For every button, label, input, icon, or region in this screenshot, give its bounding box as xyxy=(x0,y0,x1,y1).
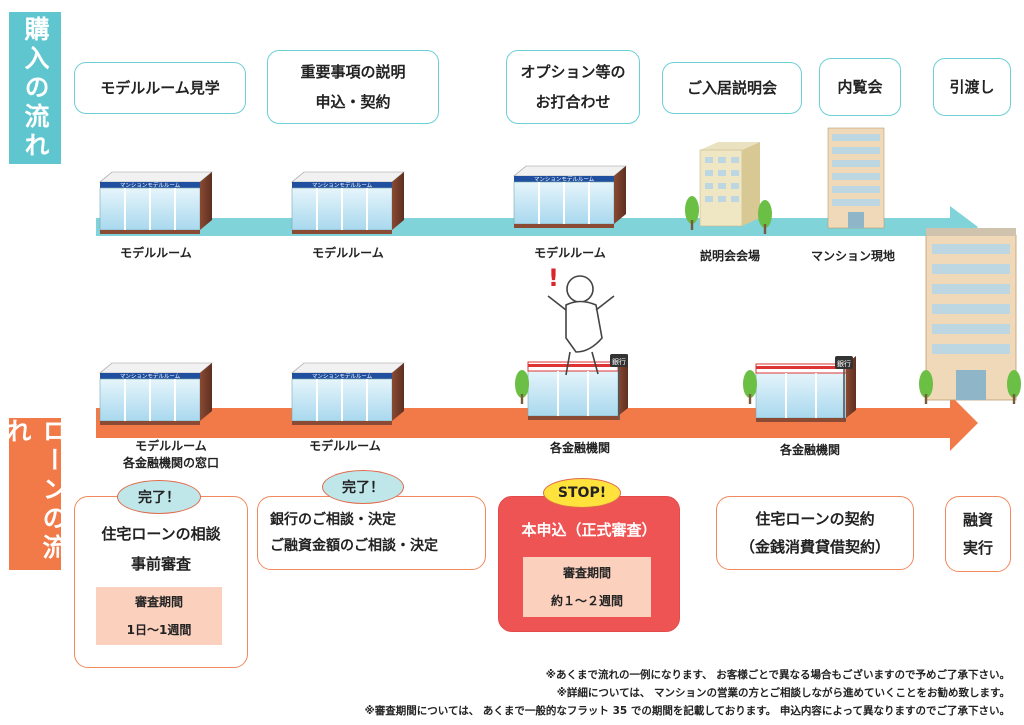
step-line: モデルルーム見学 xyxy=(100,79,220,97)
purchase-location-5: マンション現地 xyxy=(810,249,895,263)
model-room-building-2 xyxy=(291,171,405,235)
step-line: 重要事項の説明 xyxy=(300,63,406,81)
loan-step-line: 住宅ローンの契約 xyxy=(755,510,875,528)
model-room-sign: マンションモデルルーム xyxy=(312,181,373,189)
stop-badge: STOP! xyxy=(543,478,621,508)
period-value: 約１～２週間 xyxy=(550,594,623,608)
screening-period-2: 審査期間 約１～２週間 xyxy=(523,557,651,617)
loan-location-4: 各金融機関 xyxy=(779,443,840,457)
loan-location-line: モデルルーム xyxy=(135,439,207,453)
loan-step-line: 本申込（正式審査） xyxy=(521,521,657,539)
period-label: 審査期間 xyxy=(562,566,611,580)
step-line: ご入居説明会 xyxy=(686,79,777,97)
loan-location-3: 各金融機関 xyxy=(549,441,610,455)
loan-step-line: 実行 xyxy=(962,539,993,557)
loan-step-line: 事前審査 xyxy=(130,555,191,573)
footnote-2: ※詳細については、 マンションの営業の方とご相談しながら進めていくことをお勧め致… xyxy=(556,687,1010,699)
footnote-1: ※あくまで流れの一例になります、 お客様ごとで異なる場合もございますので予めご了… xyxy=(545,669,1010,681)
step-line: お打合わせ xyxy=(535,93,611,111)
purchase-location-2: モデルルーム xyxy=(312,246,384,260)
bank-branch-2: 銀行 xyxy=(743,355,857,423)
model-room-sign: マンションモデルルーム xyxy=(120,372,181,380)
loan-step-line: （金銭消費貸借契約） xyxy=(739,538,890,556)
purchase-step-explanation-contract: 重要事項の説明 申込・契約 xyxy=(267,50,439,124)
period-value: 1日～1週間 xyxy=(126,623,192,637)
step-line: 内覧会 xyxy=(837,78,883,96)
loan-step-line: ご融資金額のご相談・決定 xyxy=(270,538,438,554)
loan-step-line: 銀行のご相談・決定 xyxy=(270,512,396,528)
svg-text:銀行: 銀行 xyxy=(837,359,851,368)
period-label: 審査期間 xyxy=(134,595,183,609)
loan-location-line: 各金融機関の窓口 xyxy=(122,456,219,470)
mansion-site-building xyxy=(827,127,885,229)
purchase-flow-side-label: 購入の流れ xyxy=(9,12,61,164)
loan-step-disbursement: 融資 実行 xyxy=(945,496,1011,572)
step-line: 引渡し xyxy=(949,78,995,96)
loan-step-line: 融資 xyxy=(962,511,993,529)
loan-location-1: モデルルーム 各金融機関の窓口 xyxy=(96,438,246,472)
bank-branch-1: 銀行 xyxy=(515,353,629,421)
model-room-sign: マンションモデルルーム xyxy=(534,175,595,183)
step-line: オプション等の xyxy=(520,63,626,81)
model-room-building-1 xyxy=(99,171,213,235)
loan-step-loan-contract: 住宅ローンの契約 （金銭消費貸借契約） xyxy=(716,496,914,570)
model-room-sign: マンションモデルルーム xyxy=(120,181,181,189)
model-room-sign: マンションモデルルーム xyxy=(312,372,373,380)
purchase-step-move-in-briefing: ご入居説明会 xyxy=(662,62,802,114)
handover-building xyxy=(919,228,1021,404)
screening-period-1: 審査期間 1日～1週間 xyxy=(96,587,222,645)
briefing-hall-building xyxy=(685,142,772,234)
completed-badge-2: 完了！ xyxy=(322,470,404,504)
purchase-location-4: 説明会会場 xyxy=(699,249,760,263)
purchase-step-model-room-visit: モデルルーム見学 xyxy=(74,62,246,114)
completed-badge-1: 完了！ xyxy=(117,480,201,514)
alert-mark: ! xyxy=(548,264,559,292)
model-room-building-3 xyxy=(513,165,627,229)
purchase-step-handover: 引渡し xyxy=(933,58,1011,116)
surprised-person xyxy=(547,275,615,376)
purchase-location-1: モデルルーム xyxy=(120,246,192,260)
purchase-location-3: モデルルーム xyxy=(534,246,606,260)
footnote-3: ※審査期間については、 あくまで一般的なフラット 35 での期間を記載しておりま… xyxy=(364,705,1010,717)
purchase-step-inspection: 内覧会 xyxy=(819,58,901,116)
loan-location-2: モデルルーム xyxy=(309,439,381,453)
purchase-step-options-meeting: オプション等の お打合わせ xyxy=(506,50,640,124)
loan-model-room-building-2 xyxy=(291,362,405,426)
loan-model-room-building-1 xyxy=(99,362,213,426)
loan-step-line: 住宅ローンの相談 xyxy=(101,525,221,543)
step-line: 申込・契約 xyxy=(315,93,391,111)
svg-text:銀行: 銀行 xyxy=(612,357,626,366)
loan-step-bank-selection: 銀行のご相談・決定 ご融資金額のご相談・決定 xyxy=(257,496,486,570)
